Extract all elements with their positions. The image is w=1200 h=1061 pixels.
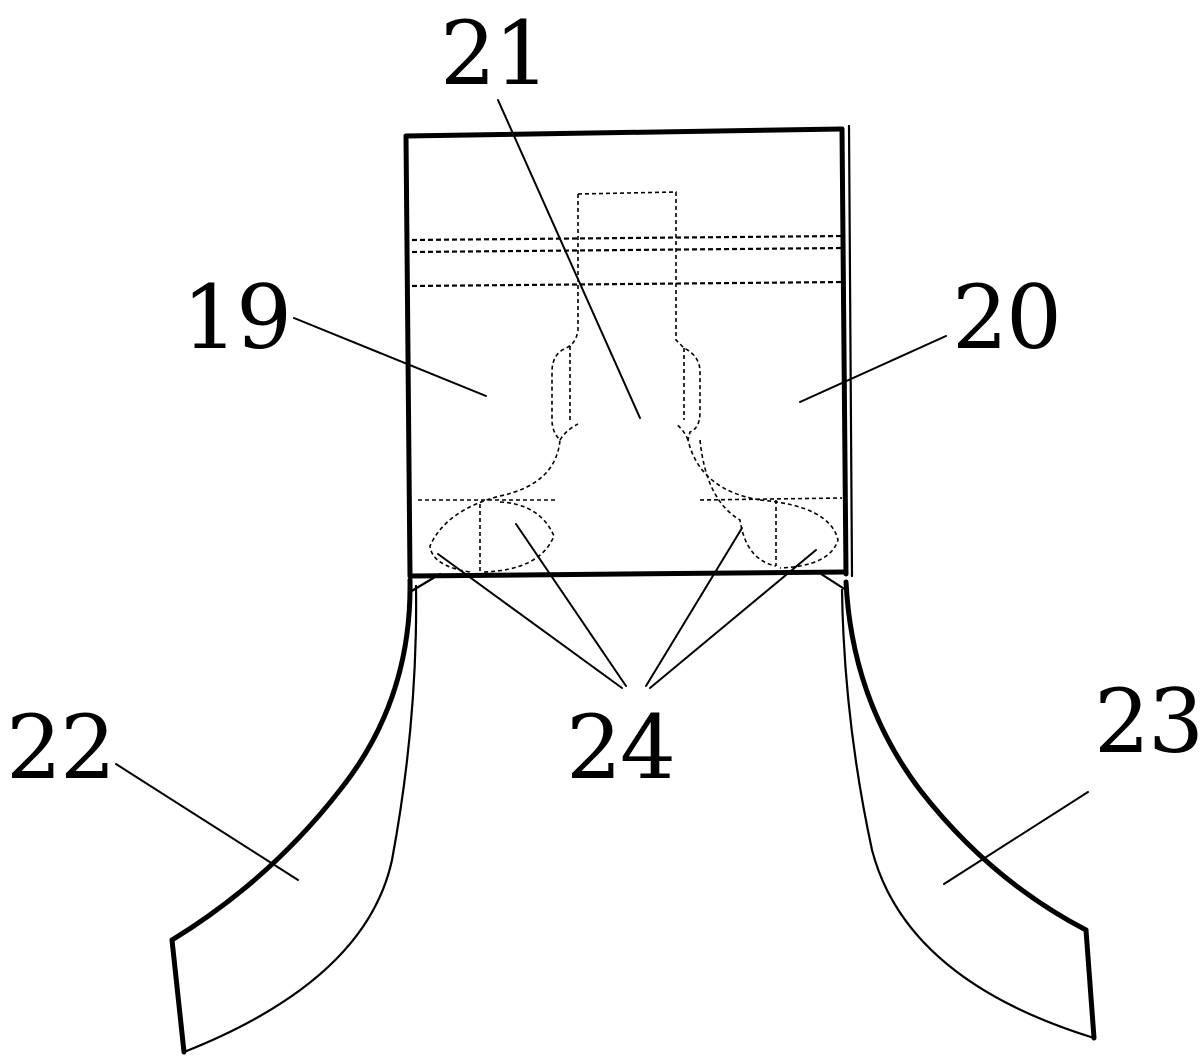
right-blade-root [816, 570, 848, 592]
leader-20 [799, 335, 947, 403]
label-19: 19 [182, 266, 290, 369]
right-foot-curve [759, 499, 839, 569]
hidden-features [411, 191, 845, 573]
main-body [403, 124, 854, 579]
right-blade [816, 570, 1097, 1041]
label-20: 20 [952, 266, 1060, 369]
left-blade [169, 572, 442, 1055]
body-bottom-edge [407, 569, 849, 579]
label-22: 22 [6, 696, 114, 799]
stem-neck-left [559, 423, 579, 441]
hidden-line-upper-2 [411, 246, 845, 254]
leader-24-a [437, 553, 623, 689]
label-21: 21 [440, 2, 548, 105]
left-blade-root [408, 572, 442, 594]
left-blade-inner-edge [182, 584, 418, 1054]
leader-22 [115, 763, 299, 881]
right-blade-end [1083, 927, 1097, 1041]
hidden-line-upper-3 [411, 280, 845, 288]
reference-numerals: 21 19 20 22 24 23 [6, 2, 1200, 799]
left-foot-vert-2 [483, 501, 555, 573]
left-blade-outer-edge [169, 577, 413, 943]
leader-21 [497, 99, 641, 419]
body-left-edge [403, 133, 413, 579]
leader-19 [293, 317, 487, 397]
body-right-edge [839, 126, 849, 577]
leader-24-b [515, 523, 627, 687]
stem-neck-right [675, 423, 689, 441]
body-right-inner-edge [847, 124, 854, 578]
leader-24-c [645, 527, 743, 687]
body-top-edge [403, 126, 845, 139]
leader-24-d [649, 549, 817, 689]
right-foot-curve-2 [699, 439, 777, 567]
leader-23 [943, 791, 1089, 885]
label-24: 24 [566, 696, 674, 799]
left-blade-end [169, 937, 187, 1055]
hidden-line-upper-1 [411, 234, 845, 242]
right-blade-inner-edge [840, 588, 1096, 1040]
label-23: 23 [1094, 670, 1200, 773]
right-foot-line [699, 497, 843, 501]
right-blade-outer-edge [843, 579, 1089, 933]
leader-lines [115, 99, 1089, 885]
stem-outline-left [429, 194, 579, 573]
stem-outline [577, 191, 761, 501]
